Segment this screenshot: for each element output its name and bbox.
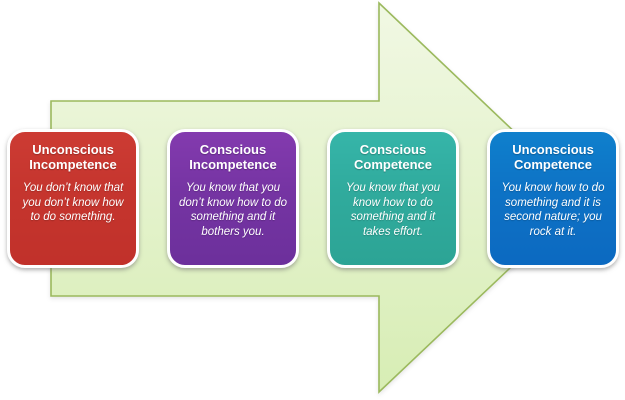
stage-card-unconscious-incompetence: Unconscious Incompetence You don’t know … (7, 129, 139, 268)
stage-description: You know that you don’t know how to do s… (178, 181, 288, 239)
stage-title: Unconscious Incompetence (29, 142, 117, 172)
stage-description: You know that you know how to do somethi… (346, 181, 440, 239)
stage-description: You know how to do something and it is s… (501, 181, 605, 239)
stage-description: You don’t know that you don’t know how t… (22, 181, 124, 224)
stage-card-unconscious-competence: Unconscious Competence You know how to d… (487, 129, 619, 268)
stage-title: Conscious Incompetence (189, 142, 277, 172)
arrow-polygon (50, 1, 586, 394)
stage-card-conscious-competence: Conscious Competence You know that you k… (327, 129, 459, 268)
stage-title: Unconscious Competence (512, 142, 594, 172)
stage-title: Conscious Competence (353, 142, 433, 172)
stage-card-conscious-incompetence: Conscious Incompetence You know that you… (167, 129, 299, 268)
